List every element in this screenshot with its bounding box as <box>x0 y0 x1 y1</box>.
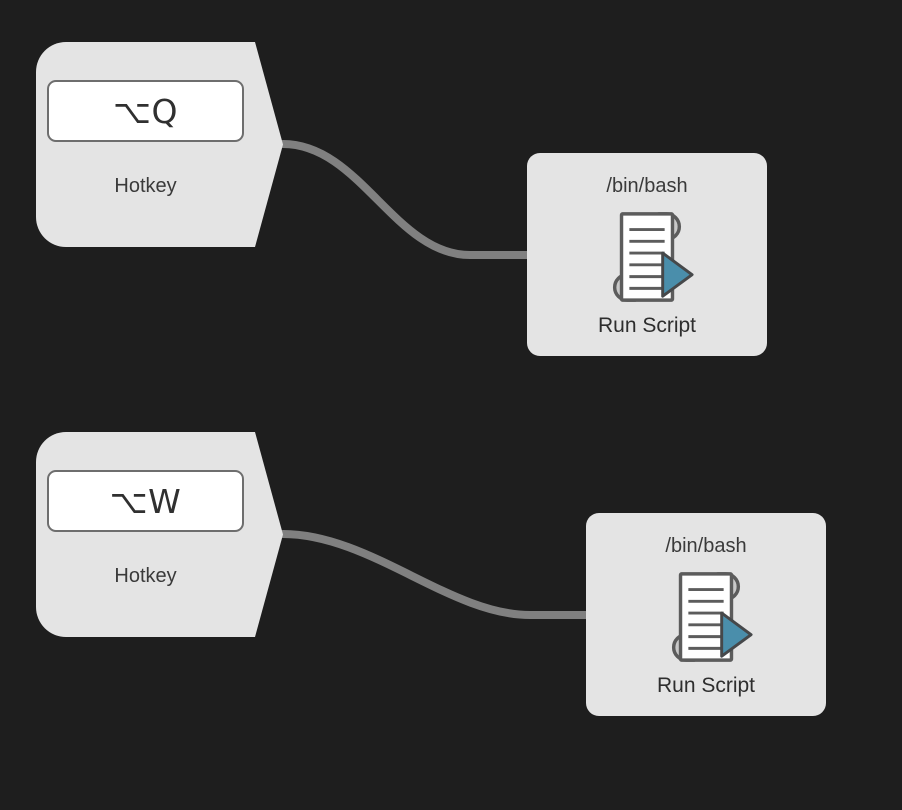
hotkey-shortcut-value: ⌥Q <box>112 91 178 131</box>
hotkey-node-w[interactable]: ⌥W Hotkey <box>36 432 283 637</box>
script-document-play-icon <box>612 212 694 302</box>
run-script-node-1[interactable]: /bin/bash Run Script <box>527 153 767 356</box>
run-script-node-label: Run Script <box>597 314 697 337</box>
hotkey-shortcut-field[interactable]: ⌥Q <box>47 80 244 142</box>
hotkey-node-label: Hotkey <box>114 175 177 197</box>
script-interpreter-path: /bin/bash <box>665 535 747 557</box>
hotkey-shortcut-field[interactable]: ⌥W <box>47 470 244 532</box>
connector-hotkey-q-to-run-script-1 <box>279 140 531 259</box>
hotkey-node-q[interactable]: ⌥Q Hotkey <box>36 42 283 247</box>
hotkey-shortcut-value: ⌥W <box>109 481 182 521</box>
hotkey-node-label: Hotkey <box>114 565 177 587</box>
script-interpreter-path: /bin/bash <box>606 175 688 197</box>
connector-hotkey-w-to-run-script-2 <box>279 530 590 619</box>
run-script-node-label: Run Script <box>656 674 756 697</box>
script-document-play-icon <box>671 572 753 662</box>
run-script-node-2[interactable]: /bin/bash Run Script <box>586 513 826 716</box>
